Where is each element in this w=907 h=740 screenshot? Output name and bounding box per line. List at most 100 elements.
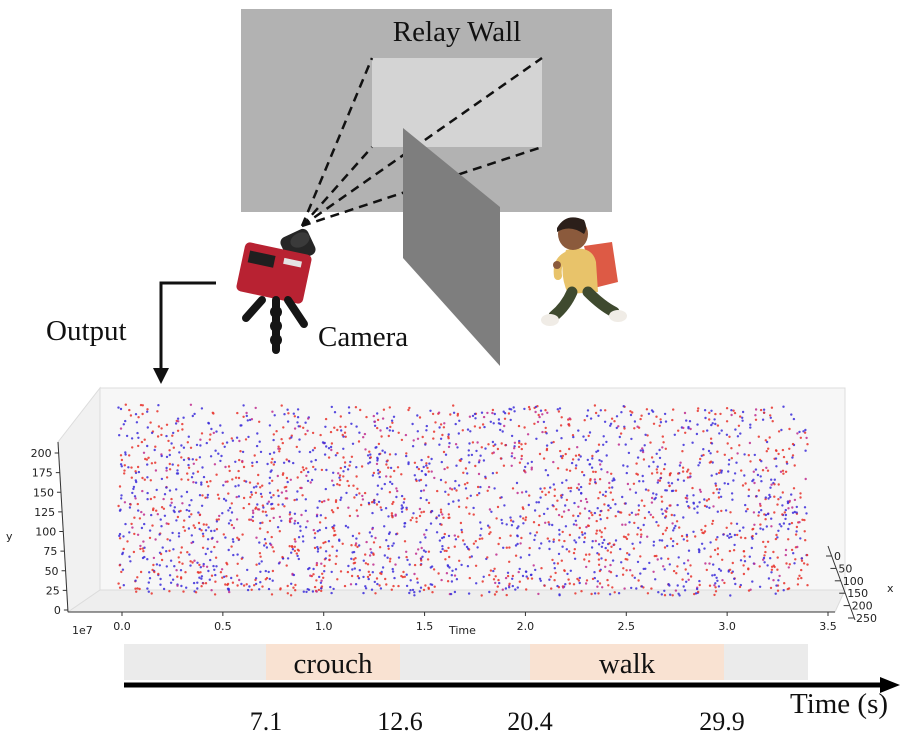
event-point bbox=[499, 457, 503, 460]
event-point bbox=[358, 569, 361, 572]
event-point bbox=[192, 581, 196, 585]
event-point bbox=[586, 414, 589, 418]
event-point bbox=[528, 553, 531, 557]
event-point bbox=[716, 424, 720, 427]
event-point bbox=[402, 570, 405, 574]
event-point bbox=[634, 491, 638, 494]
event-point bbox=[767, 497, 770, 500]
event-point bbox=[514, 588, 517, 591]
event-point bbox=[503, 412, 507, 415]
event-point bbox=[397, 556, 401, 559]
event-point bbox=[293, 538, 296, 541]
event-point bbox=[714, 590, 718, 593]
event-point bbox=[636, 456, 640, 459]
event-point bbox=[475, 582, 478, 585]
event-point bbox=[507, 584, 511, 587]
event-point bbox=[530, 466, 533, 469]
event-point bbox=[505, 546, 508, 549]
event-point bbox=[495, 471, 498, 474]
event-point bbox=[248, 518, 251, 521]
event-point bbox=[295, 445, 298, 449]
event-point bbox=[776, 536, 779, 539]
event-point bbox=[516, 586, 519, 589]
event-point bbox=[270, 507, 273, 510]
event-point bbox=[355, 509, 358, 512]
event-point bbox=[443, 467, 446, 471]
event-point bbox=[221, 431, 224, 434]
event-point bbox=[272, 494, 275, 497]
event-point bbox=[446, 466, 449, 469]
x-tick-label: 250 bbox=[856, 612, 877, 625]
event-point bbox=[538, 452, 542, 456]
event-point bbox=[365, 415, 368, 419]
event-point bbox=[595, 519, 598, 523]
event-point bbox=[504, 444, 507, 447]
event-point bbox=[405, 452, 408, 455]
event-point bbox=[206, 547, 209, 550]
event-point bbox=[225, 561, 228, 565]
event-point bbox=[251, 515, 254, 519]
event-point bbox=[457, 484, 461, 487]
event-point bbox=[234, 460, 237, 463]
event-point bbox=[206, 538, 210, 541]
event-point bbox=[504, 576, 508, 580]
event-point bbox=[418, 416, 422, 419]
event-point bbox=[535, 437, 538, 440]
event-point bbox=[588, 509, 591, 513]
event-point bbox=[371, 571, 374, 574]
event-point bbox=[642, 480, 645, 483]
event-point bbox=[739, 559, 743, 562]
event-point bbox=[516, 535, 519, 538]
event-point bbox=[545, 432, 548, 435]
event-point bbox=[688, 476, 691, 479]
event-point bbox=[165, 565, 168, 568]
x-tick-label: 100 bbox=[843, 575, 864, 588]
event-point bbox=[639, 535, 643, 539]
event-point bbox=[327, 498, 330, 501]
event-point bbox=[535, 531, 539, 534]
event-point bbox=[260, 495, 263, 498]
event-point bbox=[575, 523, 578, 527]
event-point bbox=[386, 556, 389, 559]
event-point bbox=[367, 501, 371, 505]
event-point bbox=[704, 416, 707, 420]
event-point bbox=[206, 496, 209, 499]
event-point bbox=[594, 481, 597, 484]
event-point bbox=[187, 466, 191, 469]
event-point bbox=[520, 536, 523, 540]
event-point bbox=[120, 570, 123, 574]
event-point bbox=[726, 534, 729, 537]
event-point bbox=[524, 570, 528, 573]
event-point bbox=[436, 489, 439, 493]
event-point bbox=[394, 453, 397, 456]
event-point bbox=[528, 494, 531, 497]
event-point bbox=[356, 575, 360, 578]
event-point bbox=[390, 419, 394, 422]
event-point bbox=[283, 505, 286, 508]
event-point bbox=[256, 482, 260, 485]
event-point bbox=[335, 549, 339, 552]
event-point bbox=[543, 487, 546, 490]
event-point bbox=[467, 592, 471, 595]
event-point bbox=[640, 585, 644, 588]
event-point bbox=[665, 526, 669, 530]
event-point bbox=[708, 506, 711, 509]
event-point bbox=[492, 451, 495, 454]
event-point bbox=[263, 544, 266, 547]
event-point bbox=[363, 432, 367, 436]
event-point bbox=[214, 449, 217, 452]
event-point bbox=[785, 562, 788, 565]
event-point bbox=[232, 526, 236, 530]
event-point bbox=[320, 587, 323, 590]
light-ray bbox=[301, 146, 373, 227]
event-point bbox=[342, 470, 345, 473]
event-point bbox=[565, 548, 568, 551]
event-point bbox=[255, 563, 258, 566]
event-point bbox=[506, 571, 510, 574]
event-point bbox=[204, 552, 207, 556]
event-point bbox=[685, 580, 688, 583]
event-point bbox=[455, 578, 459, 581]
event-point bbox=[324, 516, 327, 520]
event-point bbox=[413, 563, 417, 567]
event-point bbox=[403, 525, 406, 528]
